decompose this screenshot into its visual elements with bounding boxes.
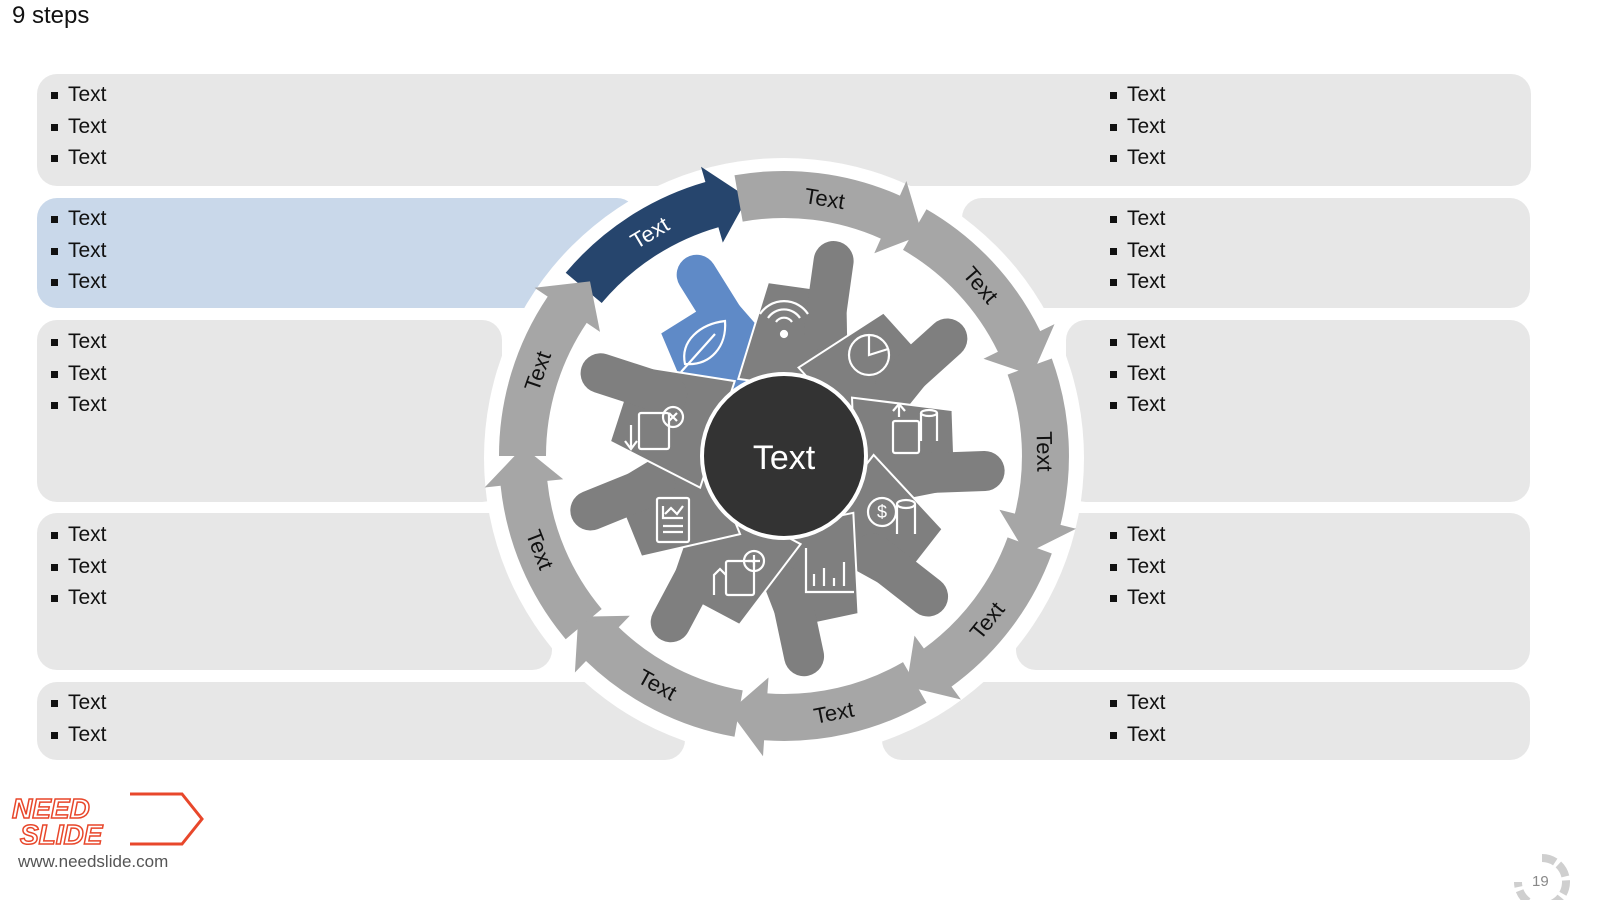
- bullet-item: Text: [1109, 551, 1166, 583]
- bullet-item: Text: [50, 719, 107, 751]
- needslide-logo: NEED SLIDE: [11, 792, 204, 851]
- bullet-item: Text: [1109, 519, 1166, 551]
- bullet-item: Text: [50, 582, 107, 614]
- bullet-item: Text: [50, 111, 107, 143]
- logo-line2: SLIDE: [20, 819, 104, 850]
- step-arrow: [734, 170, 923, 254]
- text-panel: [1016, 513, 1530, 670]
- bullet-item: Text: [1109, 389, 1166, 421]
- bar-chart-icon: [804, 548, 854, 594]
- step-arrow-label: Text: [1032, 431, 1058, 472]
- wifi-icon: [759, 300, 809, 339]
- pie-chart-icon: [847, 333, 891, 377]
- bullet-item: Text: [50, 203, 107, 235]
- leaf-icon: [680, 319, 727, 373]
- bullet-item: Text: [1109, 235, 1166, 267]
- step-arrow: [484, 446, 602, 640]
- bullet-item: Text: [50, 358, 107, 390]
- center-label: Text: [753, 439, 816, 477]
- bullet-item: Text: [50, 235, 107, 267]
- bullet-item: Text: [1109, 142, 1166, 174]
- bullet-item: Text: [1109, 687, 1166, 719]
- bullet-item: Text: [50, 389, 107, 421]
- step-arrow-label: Text: [803, 183, 847, 214]
- svg-text:$: $: [877, 502, 887, 522]
- report-icon: [655, 496, 691, 544]
- step-arrow: [999, 358, 1077, 554]
- text-panel: [882, 682, 1530, 760]
- text-panel: [37, 198, 637, 308]
- bullet-item: Text: [1109, 203, 1166, 235]
- text-panel: [1066, 320, 1530, 502]
- bullet-item: Text: [1109, 582, 1166, 614]
- bullet-item: Text: [1109, 326, 1166, 358]
- bullet-item: Text: [1109, 266, 1166, 298]
- bullet-item: Text: [50, 266, 107, 298]
- calculator-add-icon: [712, 549, 766, 597]
- step-icons: $: [624, 300, 939, 597]
- bullet-item: Text: [50, 326, 107, 358]
- step-arrow: [574, 615, 743, 737]
- text-panel: [37, 320, 502, 502]
- page-number: 19: [1532, 873, 1549, 890]
- site-url: www.needslide.com: [18, 852, 169, 871]
- page-badge-icon: [1514, 854, 1570, 900]
- step-spoke: [736, 241, 854, 396]
- bullet-item: Text: [50, 551, 107, 583]
- calculator-remove-icon: [624, 405, 685, 451]
- text-panel: [37, 682, 685, 760]
- bullet-item: Text: [50, 687, 107, 719]
- step-arrows: [484, 166, 1077, 757]
- text-panel: [37, 513, 552, 670]
- step-arrow: [498, 281, 600, 456]
- step-arrow: [565, 166, 748, 303]
- bullet-item: Text: [1109, 719, 1166, 751]
- logo-line1: NEED: [12, 793, 90, 824]
- slide-title: 9 steps: [12, 2, 90, 29]
- bullet-item: Text: [1109, 358, 1166, 390]
- bullet-item: Text: [50, 79, 107, 111]
- dollar-coins-icon: $: [866, 496, 917, 534]
- bullet-item: Text: [1109, 111, 1166, 143]
- bullet-item: Text: [1109, 79, 1166, 111]
- step-arrow: [729, 662, 927, 757]
- text-panel: [962, 198, 1530, 308]
- bullet-item: Text: [50, 142, 107, 174]
- text-panels: [37, 74, 1531, 760]
- step-arrow: [906, 537, 1052, 700]
- text-panel: [37, 74, 1531, 186]
- step-arrow: [903, 209, 1055, 376]
- center-hub: [700, 372, 868, 540]
- bullet-item: Text: [50, 519, 107, 551]
- calculator-growth-icon: [891, 402, 939, 455]
